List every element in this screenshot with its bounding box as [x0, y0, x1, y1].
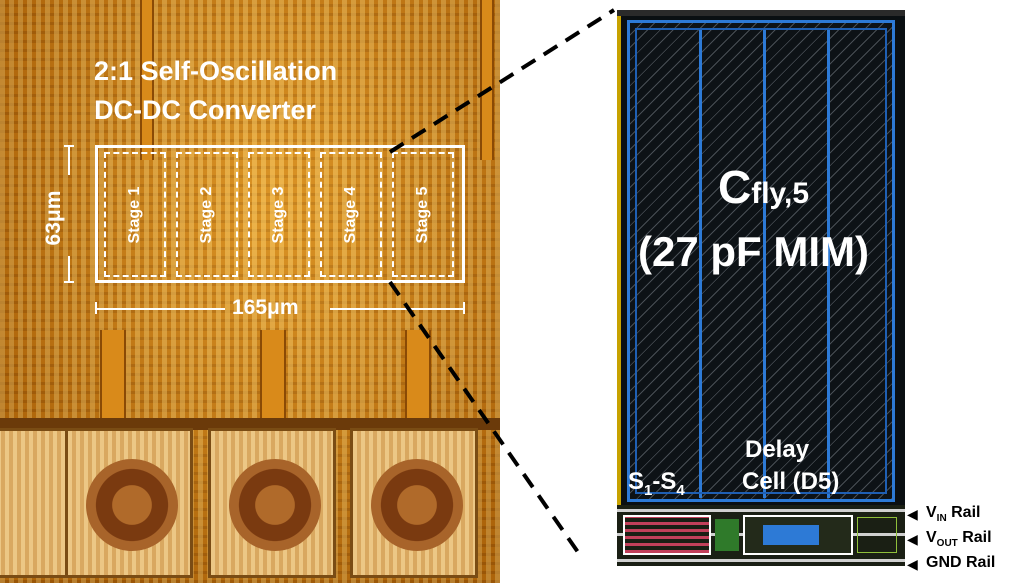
vout-arrow-icon: ◀ [907, 531, 918, 547]
height-dimension-tick-bottom [64, 281, 74, 283]
gnd-rail-label: GND Rail [926, 554, 996, 571]
vin-rail [617, 509, 905, 512]
layout-top-edge [617, 10, 905, 16]
switch-cells [623, 515, 711, 555]
tap-cells [857, 517, 897, 553]
width-dimension-line-left [95, 308, 225, 310]
bond-pad [350, 428, 478, 578]
mim-capacitor-area [627, 20, 895, 502]
gnd-arrow-icon: ◀ [907, 556, 918, 572]
delay-cell-label-line-2: Cell (D5) [742, 468, 840, 495]
capacitor-label: Cfly,5 [718, 161, 810, 213]
converter-title-line-1: 2:1 Self-Oscillation [94, 56, 338, 86]
gnd-rail [617, 559, 905, 562]
layout-view [617, 10, 905, 566]
bond-pad [65, 428, 193, 578]
metal-bus [260, 330, 286, 420]
width-dimension-tick-right [463, 302, 465, 314]
die-photograph [0, 0, 500, 583]
stage-1-box: Stage 1 [104, 152, 166, 277]
stage-4-box: Stage 4 [320, 152, 382, 277]
width-dimension-label: 165μm [232, 296, 299, 319]
width-dimension-line-right [330, 308, 465, 310]
vout-rail-label: VOUT Rail [926, 529, 992, 550]
layout-left-rail [617, 16, 621, 506]
metal-bus [480, 0, 494, 160]
cap-finger [699, 28, 702, 498]
height-dimension-line-top [68, 145, 70, 175]
metal-bus [140, 0, 154, 160]
zoom-line-top [388, 8, 616, 154]
delay-cell-block [743, 515, 853, 555]
stage-5-box: Stage 5 [392, 152, 454, 277]
stage-3-box: Stage 3 [248, 152, 310, 277]
vin-rail-label: VIN Rail [926, 504, 981, 525]
capacitor-value: (27 pF MIM) [638, 228, 869, 275]
switch-label: S1-S4 [628, 468, 685, 499]
switch-and-delay-area [617, 505, 905, 566]
zoom-line-bottom [388, 280, 582, 557]
stage-2-box: Stage 2 [176, 152, 238, 277]
cap-finger [763, 28, 766, 498]
bond-pad [208, 428, 336, 578]
converter-outline [95, 145, 465, 283]
cap-inner-frame [635, 28, 887, 494]
die-seal-ring [0, 418, 500, 430]
metal-bus [405, 330, 431, 420]
switch-wiring [715, 519, 739, 551]
metal-bus [100, 330, 126, 420]
vin-arrow-icon: ◀ [907, 506, 918, 522]
delay-cell-core [763, 525, 819, 545]
height-dimension-line-bottom [68, 256, 70, 282]
delay-cell-label-line-1: Delay [745, 436, 810, 463]
cap-finger [827, 28, 830, 498]
converter-title-line-2: DC-DC Converter [94, 95, 317, 125]
